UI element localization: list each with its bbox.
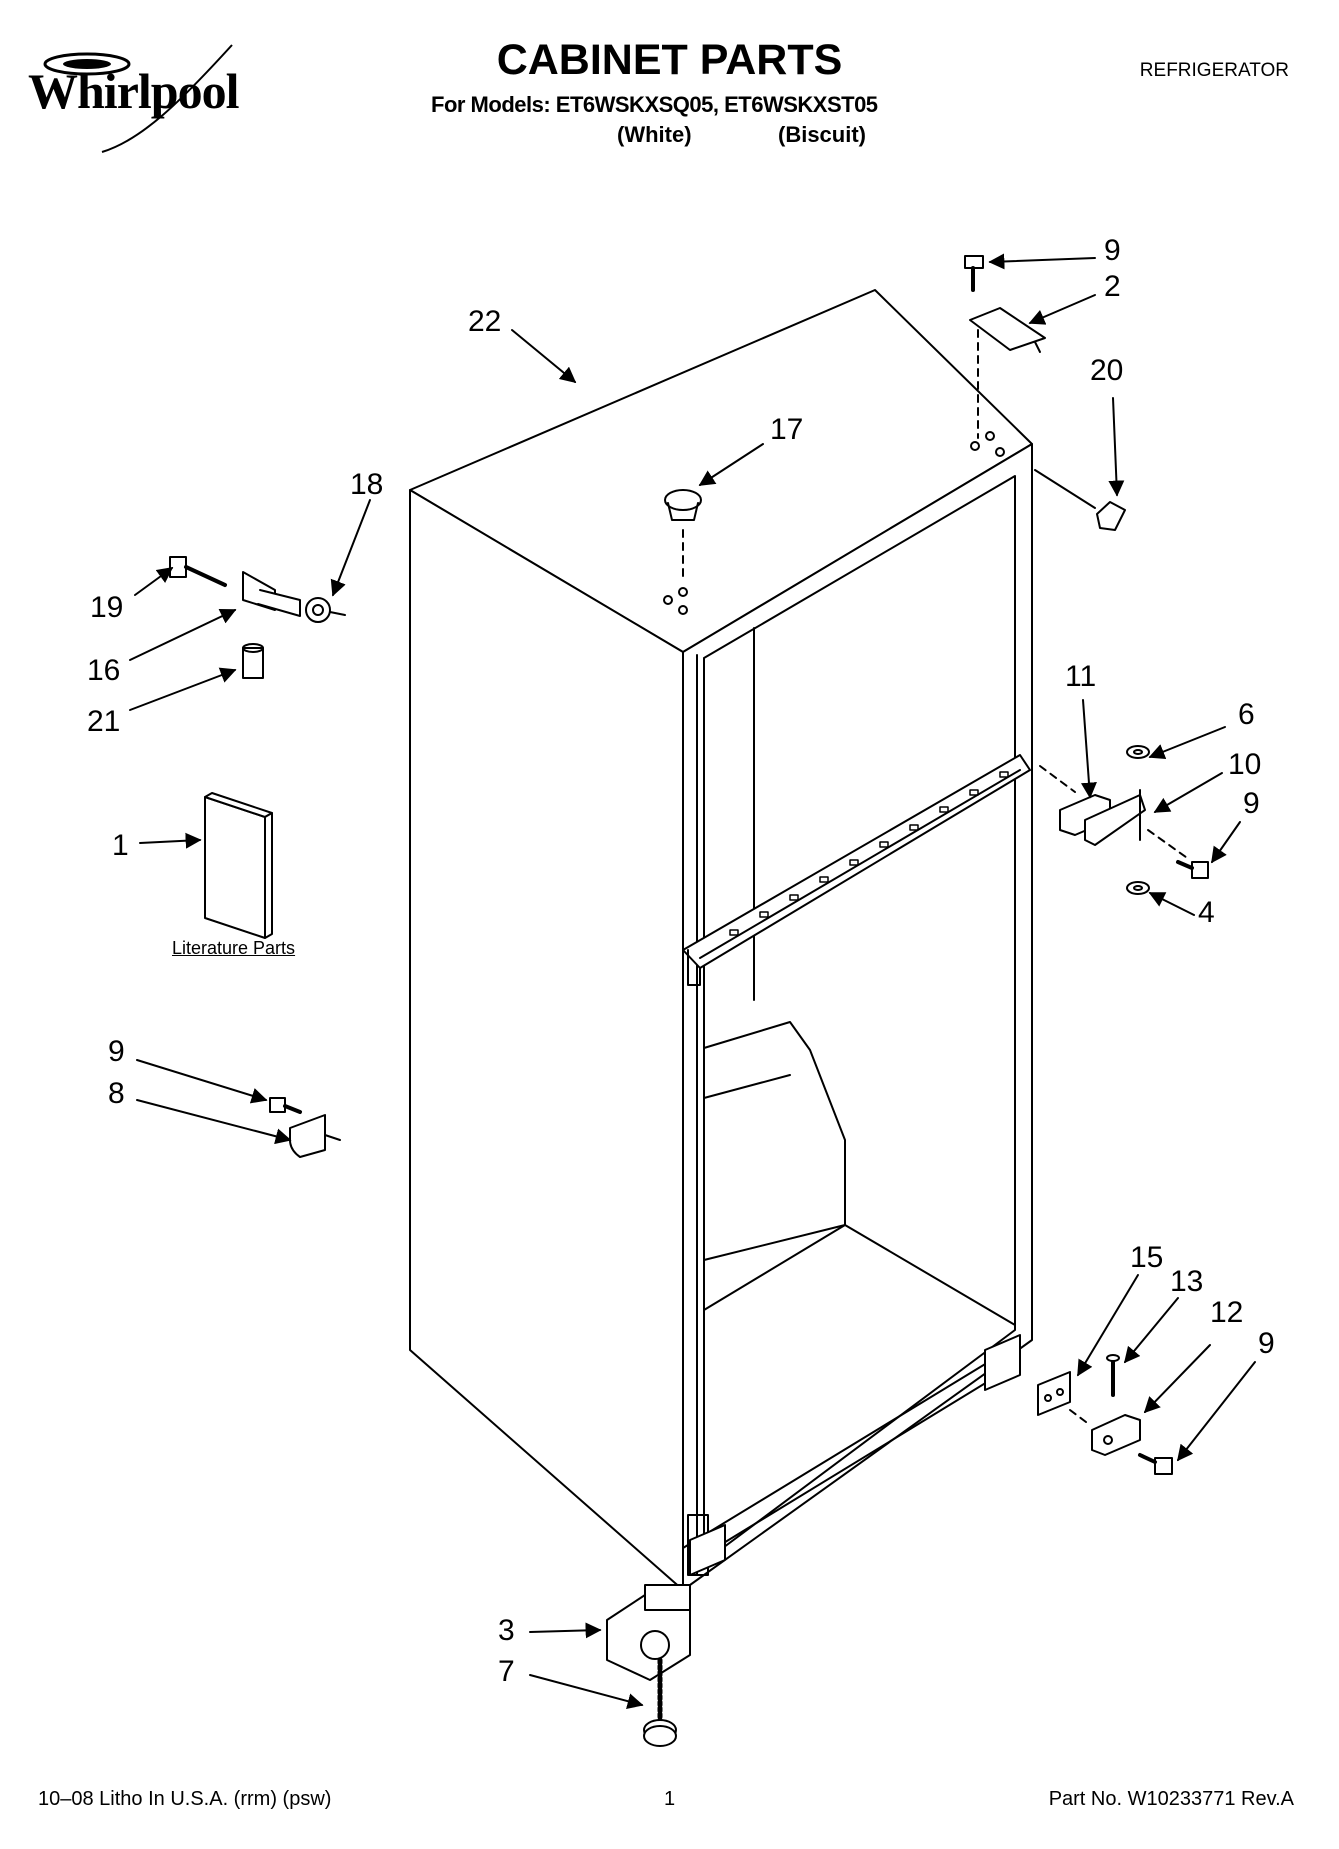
whirlpool-swirl-logo: [43, 44, 233, 153]
callout-16: 16: [87, 654, 121, 687]
callout-12: 12: [1210, 1296, 1244, 1329]
callout-9-mid: 9: [1243, 787, 1260, 820]
callout-15: 15: [1130, 1241, 1164, 1274]
models-line: For Models: ET6WSKXSQ05, ET6WSKXST05: [431, 92, 878, 117]
plug-part-17: [664, 489, 702, 581]
brand-logo: Whirlpool: [28, 63, 239, 119]
category-label: REFRIGERATOR: [1139, 60, 1289, 81]
callout-20: 20: [1090, 354, 1124, 387]
page-title: CABINET PARTS: [496, 36, 843, 84]
callout-22: 22: [468, 305, 502, 338]
callout-9-left: 9: [108, 1035, 125, 1068]
callout-19: 19: [90, 591, 124, 624]
variant-white: (White): [617, 122, 692, 147]
cabinet-body: [409, 289, 1033, 1591]
center-hinge-assembly: [1039, 745, 1209, 895]
leader-lines: [129, 253, 1256, 1710]
bottom-hinge-assembly: [1037, 1354, 1173, 1475]
parts-cluster-19-16-18-21: [169, 556, 346, 679]
literature-parts-label: Literature Parts: [172, 938, 296, 958]
callout-11: 11: [1065, 660, 1097, 693]
callout-3: 3: [498, 1614, 515, 1647]
literature-booklet: [204, 792, 273, 939]
callout-9-top: 9: [1104, 234, 1121, 267]
roller-leveler-assembly: [606, 1584, 691, 1747]
callout-9-bottom: 9: [1258, 1327, 1275, 1360]
callout-2: 2: [1104, 270, 1121, 303]
callout-17: 17: [770, 413, 804, 446]
callout-18: 18: [350, 468, 384, 501]
callout-8: 8: [108, 1077, 125, 1110]
callout-4: 4: [1198, 896, 1215, 929]
footer-print-info: 10–08 Litho In U.S.A. (rrm) (psw): [38, 1788, 332, 1810]
part-number: Part No. W10233771 Rev.A: [1048, 1788, 1294, 1810]
callout-13: 13: [1170, 1265, 1204, 1298]
parts-9-8-left: [269, 1097, 341, 1158]
top-hinge-part-2: [964, 255, 1046, 439]
callout-6: 6: [1238, 698, 1255, 731]
callout-1: 1: [112, 829, 129, 862]
variant-biscuit: (Biscuit): [778, 122, 866, 147]
callout-21: 21: [87, 705, 121, 738]
page-number: 1: [663, 1788, 676, 1810]
callout-7: 7: [498, 1655, 515, 1688]
hinge-cap-part-20: [1034, 469, 1126, 531]
callout-10: 10: [1228, 748, 1262, 781]
